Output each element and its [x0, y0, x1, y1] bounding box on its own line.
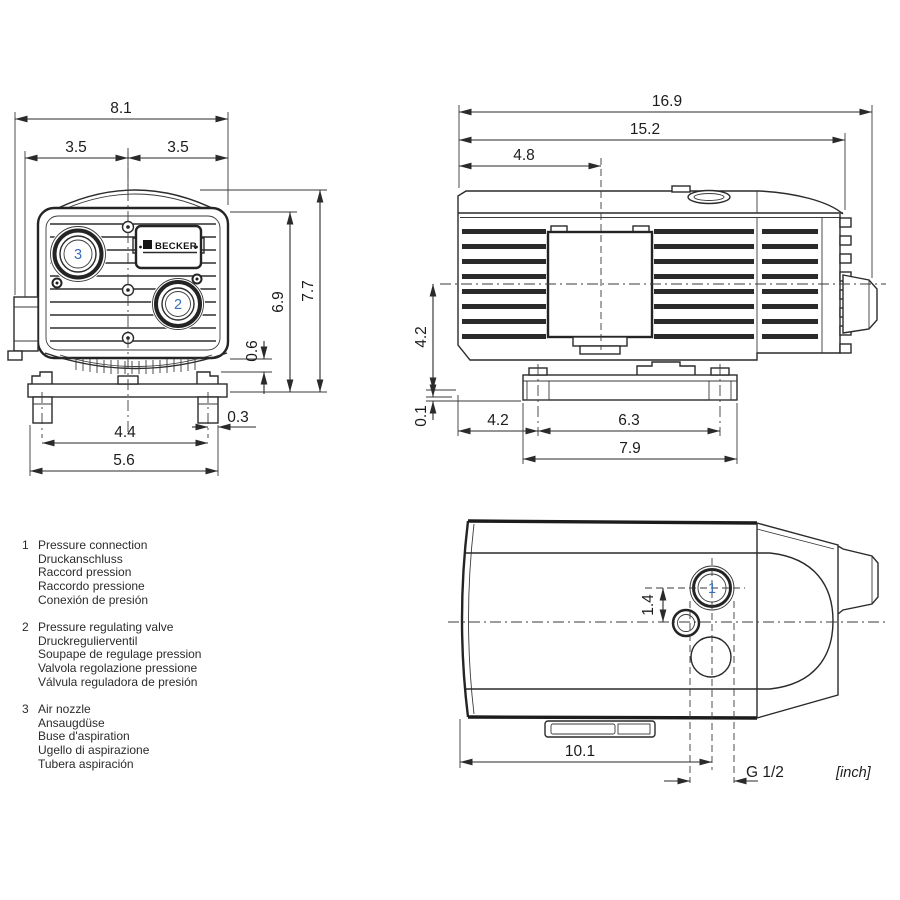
front-base	[27, 371, 228, 424]
callout-1: 1	[708, 581, 716, 597]
legend-number-2: 2	[22, 620, 29, 634]
legend-item-2: 2 Pressure regulating valve Druckregulie…	[22, 620, 202, 690]
dim-front-total-width: 8.1	[110, 100, 132, 117]
legend-line: Pressure regulating valve	[38, 620, 174, 634]
dim-front-left-offset: 3.5	[65, 139, 87, 156]
legend-line: Válvula reguladora de presión	[38, 674, 198, 689]
dim-front-base-height: 0.6	[244, 340, 261, 362]
oil-fill-plug	[687, 189, 731, 205]
front-left-flange	[7, 296, 39, 361]
dim-side-foot-front-offset: 4.2	[487, 412, 509, 429]
dim-side-base-clearance: 0.1	[413, 405, 430, 427]
legend-line: Valvola regolazione pressione	[38, 661, 198, 676]
dim-side-valve-offset: 4.8	[513, 147, 535, 164]
dim-side-rail-length: 7.9	[619, 440, 641, 457]
legend-line: Raccordo pressione	[38, 579, 145, 594]
top-dimensions: 10.1 G 1/2 [inch]	[459, 719, 872, 785]
legend-line: Pressure connection	[38, 538, 148, 552]
dim-side-axis-height: 4.2	[413, 326, 430, 348]
legend-line: Raccord pression	[38, 565, 132, 580]
side-cooling-fins	[462, 229, 818, 339]
dim-front-body-height: 6.9	[270, 291, 287, 313]
brand-label: BECKER	[155, 241, 197, 252]
legend-line: Ansaugdüse	[38, 715, 105, 730]
becker-logo-icon	[143, 240, 152, 249]
side-valve-cover	[546, 225, 654, 355]
front-left-foot	[32, 396, 53, 424]
front-dome-outline	[49, 189, 221, 213]
legend-line: Tubera aspiración	[38, 756, 134, 771]
front-view: BECKER 3 2	[7, 148, 230, 438]
side-lid	[457, 190, 844, 215]
callout-2: 2	[174, 297, 182, 313]
dim-thread-size: G 1/2	[746, 764, 784, 781]
side-base-rail	[522, 367, 738, 401]
dim-front-foot-spacing: 4.4	[114, 424, 136, 441]
dim-front-base-width: 5.6	[113, 452, 135, 469]
top-left-edge	[460, 520, 470, 718]
legend-number-1: 1	[22, 538, 29, 552]
dim-top-port-offset-x: 10.1	[565, 743, 595, 760]
brand-nameplate: BECKER	[132, 224, 205, 270]
legend-line: Ugello di aspirazione	[38, 743, 150, 758]
side-dimensions: 16.9 15.2 4.8 4.2 0.1 4.2 6.3 7.9	[413, 93, 873, 464]
front-dimensions: 8.1 3.5 3.5 7.7 6.9 0.6 0.3 4.4 5.6	[14, 100, 327, 476]
callout-3: 3	[74, 247, 82, 263]
legend-line: Druckregulierventil	[38, 633, 138, 648]
top-end-cap	[756, 522, 839, 719]
nameplate-dot-left	[139, 245, 142, 249]
dim-front-foot-edge-offset: 0.3	[227, 409, 249, 426]
nameplate-dot-right	[195, 245, 198, 249]
legend-number-3: 3	[22, 702, 29, 716]
legend-item-3: 3 Air nozzle Ansaugdüse Buse d'aspiratio…	[22, 702, 150, 772]
legend-line: Soupape de regulage pression	[38, 647, 202, 662]
top-shaft-cap	[837, 545, 879, 615]
side-view	[440, 158, 886, 436]
dim-side-total-length: 16.9	[652, 93, 682, 110]
pressure-regulating-valve: 2	[151, 277, 205, 331]
legend-item-1: 1 Pressure connection Druckanschluss Rac…	[22, 538, 149, 608]
legend-line: Buse d'aspiration	[38, 729, 130, 744]
dim-front-right-offset: 3.5	[167, 139, 189, 156]
unit-note: [inch]	[835, 765, 872, 781]
legend-line: Druckanschluss	[38, 551, 123, 566]
top-small-port	[671, 608, 701, 638]
legend-line: Air nozzle	[38, 702, 91, 716]
top-bottom-latch	[544, 720, 656, 738]
top-drain-port	[690, 636, 732, 678]
air-nozzle-port: 3	[49, 225, 107, 283]
top-view: 1 1.4	[448, 519, 886, 783]
dim-side-foot-spacing: 6.3	[618, 412, 640, 429]
dim-top-port-offset-y: 1.4	[640, 594, 657, 616]
dim-side-housing-length: 15.2	[630, 121, 660, 138]
dim-front-total-height: 7.7	[300, 280, 317, 302]
front-fan-grille	[44, 352, 228, 374]
legend-line: Conexión de presión	[38, 592, 149, 607]
